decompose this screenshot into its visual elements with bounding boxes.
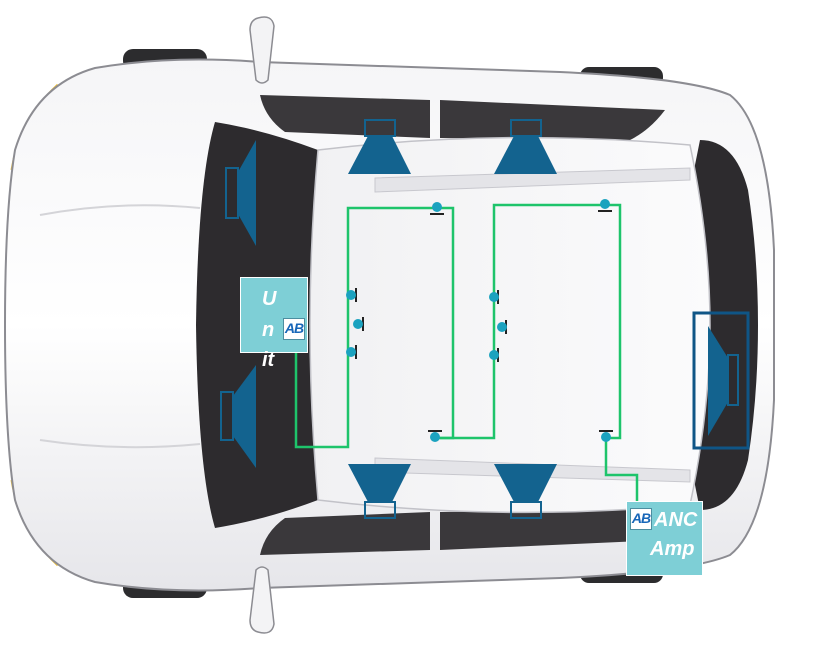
head-unit-line-1: U <box>262 288 277 310</box>
mirror-left <box>249 16 275 84</box>
speaker-icon <box>494 464 557 519</box>
microphone-icon <box>346 345 357 359</box>
speaker-icon <box>494 119 557 174</box>
anc-amp-line-2: Amp <box>650 538 695 560</box>
microphone-icon <box>430 202 444 215</box>
roof <box>309 136 711 514</box>
microphone-icon <box>346 288 357 302</box>
side-window-bottom-front <box>260 512 430 555</box>
speaker-icon <box>692 311 750 450</box>
speaker-icon <box>348 119 411 174</box>
roof-rail-top <box>374 167 691 193</box>
microphone-icon <box>353 317 364 331</box>
wire-loop-rear <box>440 203 622 440</box>
wiring <box>294 203 639 505</box>
logo-icon: AB <box>283 318 305 340</box>
subwoofer-frame <box>692 311 750 450</box>
mirror-right <box>249 566 275 634</box>
anc-amp-line-1: ANC <box>654 509 698 531</box>
microphone-icon <box>497 320 507 334</box>
microphones <box>346 199 613 442</box>
head-unit-box: U n AB <box>240 277 308 353</box>
speaker-icon <box>348 464 411 519</box>
wire-to-amp <box>604 440 639 505</box>
microphone-icon <box>489 348 499 362</box>
head-unit-line-3: it <box>262 349 275 371</box>
speakers <box>220 119 750 519</box>
hood-line-bottom <box>39 439 201 449</box>
speaker-icon <box>225 140 256 246</box>
microphone-icon <box>428 430 442 442</box>
logo-icon: AB <box>630 508 652 530</box>
microphone-icon <box>599 430 613 442</box>
anc-amp-box: AB ANC Amp <box>626 501 703 576</box>
microphone-icon <box>489 290 499 304</box>
microphone-icon <box>598 199 612 212</box>
speaker-icon <box>220 365 256 468</box>
hood-line-top <box>39 204 201 216</box>
side-window-top-rear <box>440 100 665 140</box>
head-unit-line-2: n <box>262 319 275 341</box>
side-window-bottom-rear <box>440 510 665 550</box>
side-window-top-front <box>260 95 430 138</box>
